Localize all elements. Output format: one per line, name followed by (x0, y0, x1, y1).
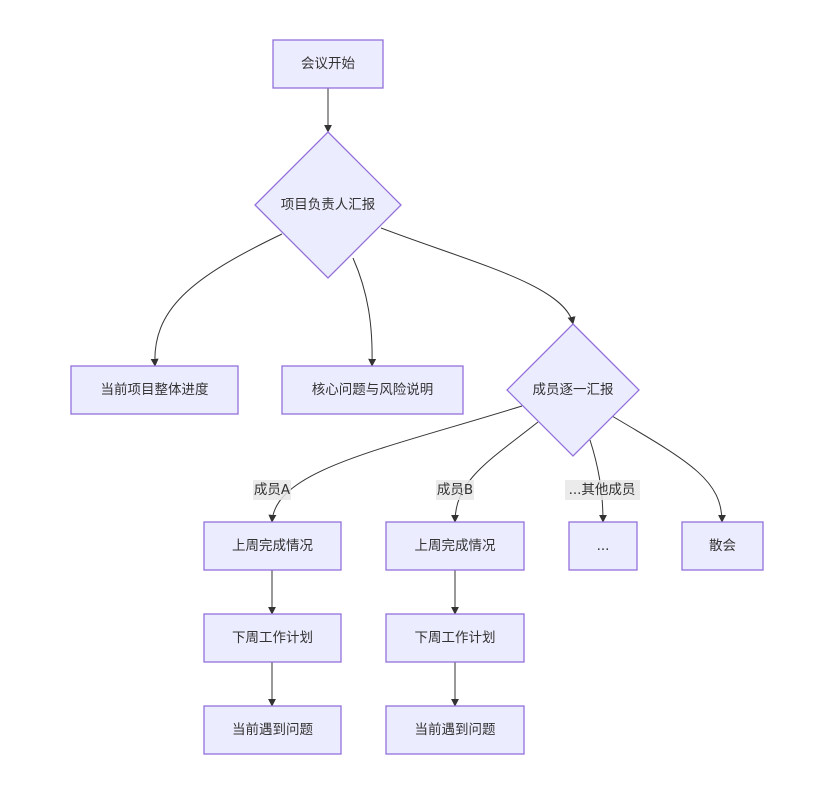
edge-pm-report-to-issues-risks (352, 257, 377, 367)
edge-member-report-to-adjourn (611, 415, 726, 523)
edge-pm-report-to-member-report (380, 227, 576, 325)
edge-label-member-b-text: 成员B (437, 482, 473, 498)
edge-label-other-members: ...其他成员 (565, 480, 640, 500)
node-b-next-week-label: 下周工作计划 (415, 630, 496, 646)
node-a-last-week-label: 上周完成情况 (232, 538, 313, 554)
node-meeting-start-label: 会议开始 (301, 56, 355, 72)
node-b-next-week[interactable]: 下周工作计划 (385, 613, 525, 663)
edge-member-report-to-a-last-week (268, 405, 523, 523)
edge-member-report-to-others (589, 439, 607, 523)
edge-label-member-a-text: 成员A (254, 482, 291, 498)
edge-label-member-b: 成员B (436, 480, 474, 500)
node-a-last-week[interactable]: 上周完成情况 (203, 521, 342, 571)
node-adjourn-label: 散会 (709, 538, 736, 554)
node-member-report[interactable]: 成员逐一汇报 (506, 323, 640, 457)
node-others-label: ... (597, 538, 610, 554)
node-overall-progress-label: 当前项目整体进度 (101, 381, 209, 398)
node-a-problems-label: 当前遇到问题 (232, 721, 313, 738)
edge-label-other-members-text: ...其他成员 (569, 482, 636, 498)
node-b-last-week-label: 上周完成情况 (415, 538, 496, 554)
node-a-problems[interactable]: 当前遇到问题 (203, 705, 342, 755)
node-meeting-start[interactable]: 会议开始 (272, 39, 384, 89)
node-others[interactable]: ... (568, 521, 638, 571)
node-overall-progress[interactable]: 当前项目整体进度 (70, 365, 239, 415)
node-b-last-week[interactable]: 上周完成情况 (385, 521, 525, 571)
node-b-problems[interactable]: 当前遇到问题 (385, 705, 525, 755)
node-b-problems-label: 当前遇到问题 (415, 721, 496, 738)
node-pm-report-label: 项目负责人汇报 (281, 197, 376, 213)
node-a-next-week-label: 下周工作计划 (232, 630, 313, 646)
node-pm-report[interactable]: 项目负责人汇报 (254, 131, 402, 279)
edges (150, 88, 726, 707)
edge-label-member-a: 成员A (253, 480, 291, 500)
node-issues-risks-label: 核心问题与风险说明 (312, 382, 434, 398)
node-member-report-label: 成员逐一汇报 (533, 382, 614, 398)
edge-member-report-to-b-last-week (451, 421, 539, 523)
node-issues-risks[interactable]: 核心问题与风险说明 (281, 365, 464, 415)
node-a-next-week[interactable]: 下周工作计划 (203, 613, 342, 663)
node-adjourn[interactable]: 散会 (681, 521, 764, 571)
edge-pm-report-to-overall-progress (150, 233, 283, 367)
